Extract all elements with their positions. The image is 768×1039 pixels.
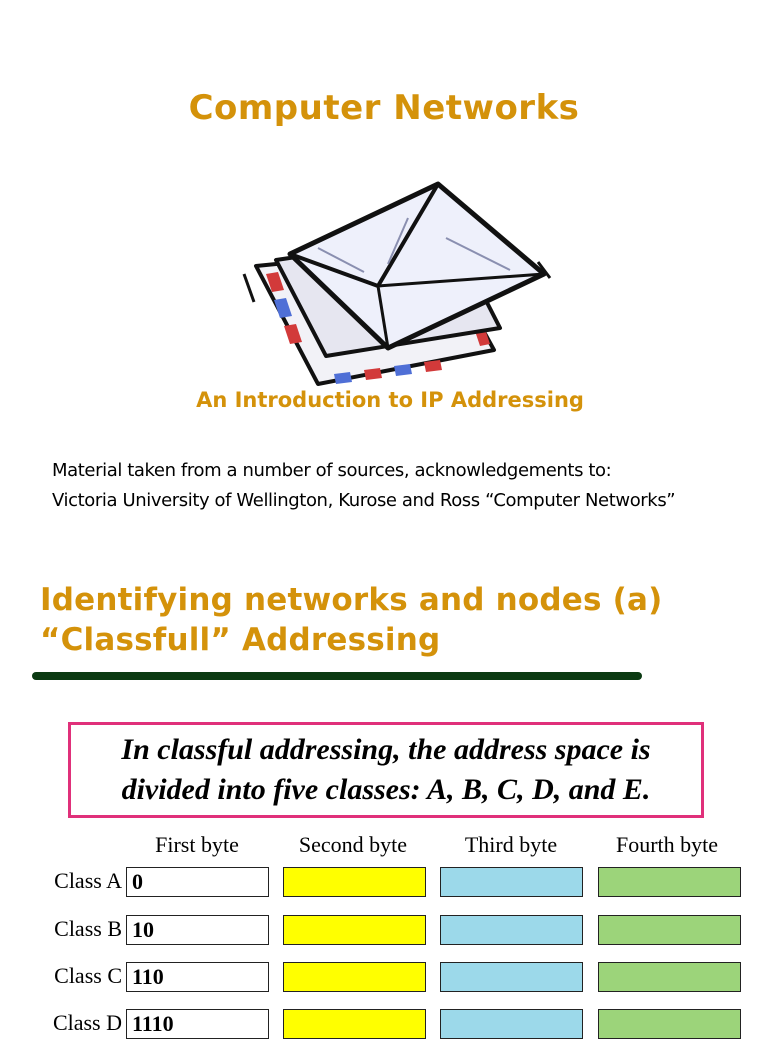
row-label-class-c: Class C xyxy=(54,963,122,988)
presentation-subtitle: An Introduction to IP Addressing xyxy=(196,388,584,412)
class-c-third-byte xyxy=(440,962,583,992)
class-b-first-byte: 10 xyxy=(126,915,269,945)
class-c-fourth-byte xyxy=(598,962,741,992)
presentation-title: Computer Networks xyxy=(188,88,580,128)
callout-line-1: In classful addressing, the address spac… xyxy=(121,733,651,766)
class-a-third-byte xyxy=(440,867,583,897)
callout-line-2: divided into five classes: A, B, C, D, a… xyxy=(121,773,651,806)
class-b-second-byte xyxy=(283,915,426,945)
envelope-icon xyxy=(242,181,552,386)
acknowledgement-line-2: Victoria University of Wellington, Kuros… xyxy=(52,490,676,511)
row-label-class-a: Class A xyxy=(54,868,122,893)
class-b-fourth-byte xyxy=(598,915,741,945)
class-d-first-byte: 1110 xyxy=(126,1009,269,1039)
class-d-third-byte xyxy=(440,1009,583,1039)
class-a-fourth-byte xyxy=(598,867,741,897)
acknowledgement-line-1: Material taken from a number of sources,… xyxy=(52,460,612,481)
row-label-class-d: Class D xyxy=(52,1010,122,1035)
column-header-fourth-byte: Fourth byte xyxy=(615,832,719,857)
column-header-first-byte: First byte xyxy=(155,832,239,857)
class-a-prefix-bits: 0 xyxy=(132,869,143,894)
row-label-class-b: Class B xyxy=(54,916,122,941)
slide-heading-line-2: “Classfull” Addressing xyxy=(40,622,441,658)
heading-divider xyxy=(32,672,642,680)
callout-box: In classful addressing, the address spac… xyxy=(68,722,704,818)
class-b-prefix-bits: 10 xyxy=(132,917,154,942)
class-c-second-byte xyxy=(283,962,426,992)
column-header-third-byte: Third byte xyxy=(464,832,558,857)
class-b-third-byte xyxy=(440,915,583,945)
class-c-first-byte: 110 xyxy=(126,962,269,992)
class-c-prefix-bits: 110 xyxy=(132,964,164,989)
column-header-second-byte: Second byte xyxy=(298,832,408,857)
class-a-second-byte xyxy=(283,867,426,897)
class-a-first-byte: 0 xyxy=(126,867,269,897)
class-d-fourth-byte xyxy=(598,1009,741,1039)
class-d-prefix-bits: 1110 xyxy=(132,1011,174,1036)
class-d-second-byte xyxy=(283,1009,426,1039)
slide-heading-line-1: Identifying networks and nodes (a) xyxy=(40,582,663,618)
